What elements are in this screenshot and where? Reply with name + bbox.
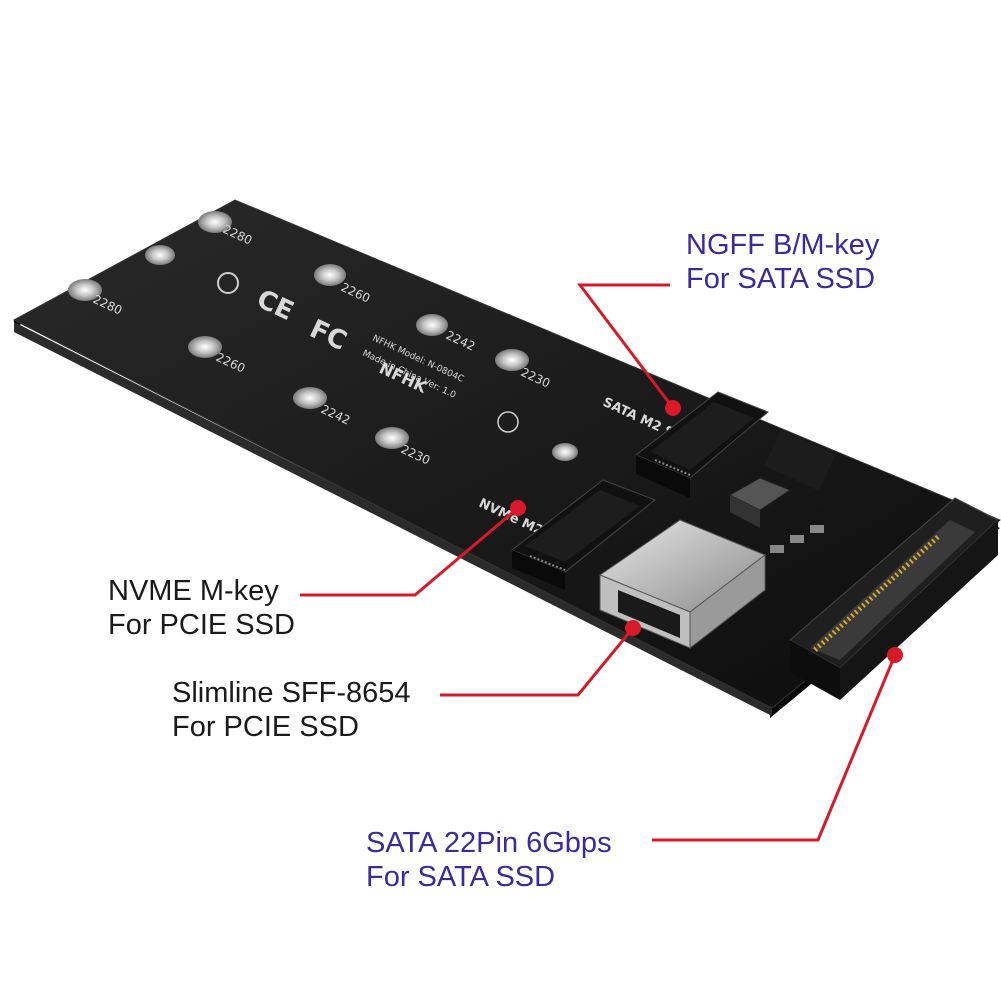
sata-title: SATA 22Pin 6Gbps: [366, 827, 612, 859]
ngff-callout: NGFF B/M-key For SATA SSD: [686, 228, 879, 296]
mounting-holes: [68, 211, 578, 461]
ngff-subtitle: For SATA SSD: [686, 263, 876, 295]
nvme-leader-line: [300, 506, 519, 597]
ngff-leader-line: [576, 283, 675, 409]
slimline-subtitle: For PCIE SSD: [172, 711, 359, 743]
slimline-dot: [625, 620, 641, 636]
slimline-leader-line: [440, 627, 635, 697]
sata-dot: [887, 647, 903, 663]
slimline-title: Slimline SFF-8654: [172, 677, 411, 709]
slimline-callout: Slimline SFF-8654 For PCIE SSD: [172, 676, 411, 744]
nvme-callout: NVME M-key For PCIE SSD: [108, 574, 295, 642]
sata-connector: [789, 497, 999, 700]
leader-dots: [510, 400, 903, 663]
nvme-title: NVME M-key: [108, 575, 279, 607]
ngff-slot-connector: [635, 391, 769, 498]
sata-leader-line: [652, 654, 897, 842]
ngff-title: NGFF B/M-key: [686, 229, 880, 261]
sata-subtitle: For SATA SSD: [366, 861, 556, 893]
nvme-dot: [510, 500, 526, 516]
ngff-dot: [665, 400, 681, 416]
nvme-subtitle: For PCIE SSD: [108, 609, 295, 641]
sata-callout: SATA 22Pin 6Gbps For SATA SSD: [366, 826, 612, 894]
slimline-connector: [598, 519, 766, 650]
recycle-icon: [217, 272, 239, 294]
nf-logo-icon: [497, 411, 519, 433]
leader-lines: [300, 283, 897, 842]
power-components: [728, 429, 836, 553]
nvme-slot-connector: [511, 479, 656, 590]
